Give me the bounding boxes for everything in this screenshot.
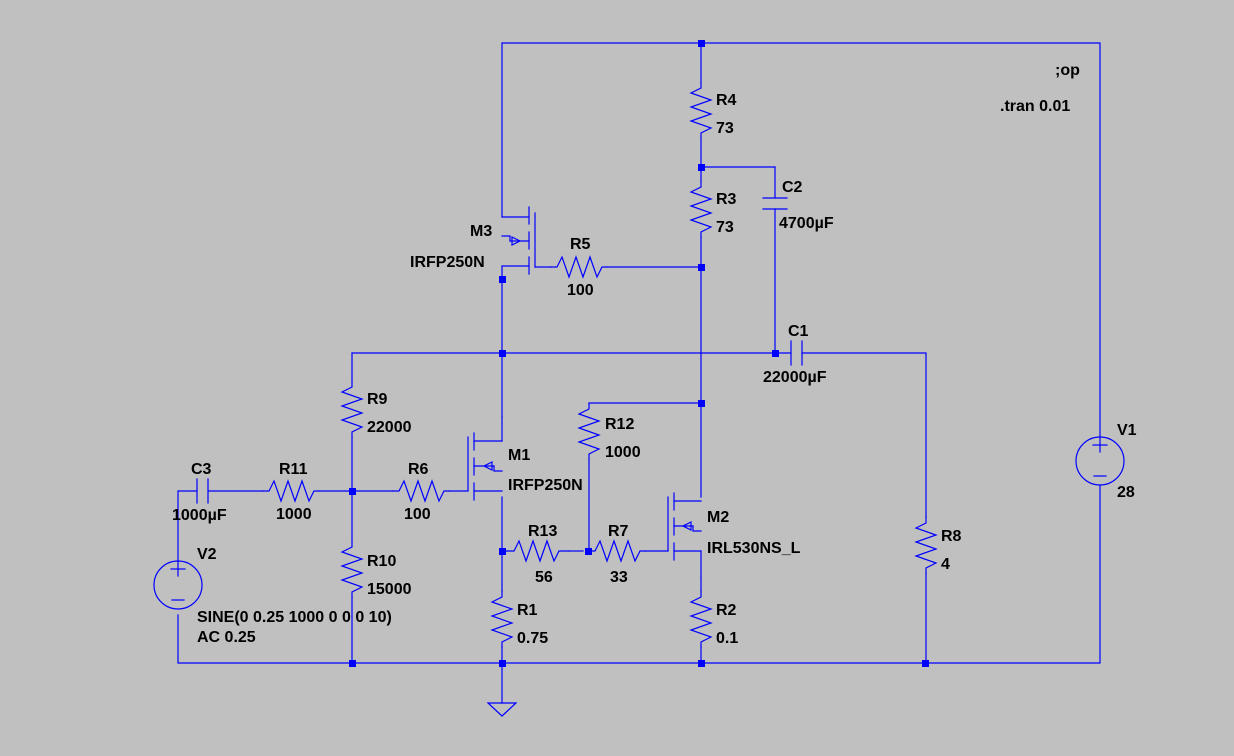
r8-symbol xyxy=(914,516,938,574)
m1-ref: M1 xyxy=(508,447,530,464)
r11-ref: R11 xyxy=(279,461,308,478)
r8-ref: R8 xyxy=(941,528,962,545)
op-directive: ;op xyxy=(1055,62,1080,79)
r3-value: 73 xyxy=(716,219,734,236)
r7-ref: R7 xyxy=(608,523,629,540)
m1-value: IRFP250N xyxy=(508,477,583,494)
c3-ref: C3 xyxy=(191,461,212,478)
v1-ref: V1 xyxy=(1117,422,1137,439)
r3-ref: R3 xyxy=(716,191,737,208)
r10-symbol xyxy=(340,540,364,598)
labels: ;op .tran 0.01 R4 73 R3 73 C2 4700µF M3 … xyxy=(172,62,1137,647)
r10-ref: R10 xyxy=(367,553,396,570)
r3-symbol xyxy=(689,180,713,238)
r11-symbol xyxy=(262,479,320,503)
c2-value: 4700µF xyxy=(779,215,834,232)
r6-symbol xyxy=(392,479,450,503)
r13-ref: R13 xyxy=(528,523,557,540)
r12-ref: R12 xyxy=(605,416,634,433)
r9-ref: R9 xyxy=(367,391,388,408)
c1-symbol xyxy=(790,340,803,366)
m2-ref: M2 xyxy=(707,509,729,526)
r4-symbol xyxy=(689,81,713,139)
v2-symbol xyxy=(153,560,203,610)
r4-value: 73 xyxy=(716,120,734,137)
r5-value: 100 xyxy=(567,282,594,299)
r1-symbol xyxy=(490,590,514,648)
c3-symbol xyxy=(196,478,209,504)
v1-symbol xyxy=(1075,436,1125,486)
junctions xyxy=(349,40,929,667)
c2-symbol xyxy=(762,197,788,210)
r2-value: 0.1 xyxy=(716,630,738,647)
c2-ref: C2 xyxy=(782,179,803,196)
r13-symbol xyxy=(506,539,570,563)
m3-value: IRFP250N xyxy=(410,254,485,271)
r1-ref: R1 xyxy=(517,602,538,619)
r7-symbol xyxy=(588,539,646,563)
r10-value: 15000 xyxy=(367,581,412,598)
c1-value: 22000µF xyxy=(763,369,827,386)
r5-symbol xyxy=(550,255,608,279)
m2-symbol xyxy=(667,492,702,578)
c3-value: 1000µF xyxy=(172,507,227,524)
r12-symbol xyxy=(577,403,601,460)
r4-ref: R4 xyxy=(716,92,737,109)
capacitor-symbols xyxy=(196,197,803,504)
r6-ref: R6 xyxy=(408,461,429,478)
v2-value: SINE(0 0.25 1000 0 0 0 10) xyxy=(197,609,392,626)
r6-value: 100 xyxy=(404,506,431,523)
r8-value: 4 xyxy=(941,556,950,573)
r2-ref: R2 xyxy=(716,602,737,619)
r11-value: 1000 xyxy=(276,506,312,523)
v1-value: 28 xyxy=(1117,484,1135,501)
r13-value: 56 xyxy=(535,569,553,586)
r1-value: 0.75 xyxy=(517,630,548,647)
r2-symbol xyxy=(689,590,713,648)
r7-value: 33 xyxy=(610,569,628,586)
r12-value: 1000 xyxy=(605,444,641,461)
m3-symbol xyxy=(501,206,536,275)
r9-symbol xyxy=(340,380,364,438)
tran-directive: .tran 0.01 xyxy=(1000,98,1070,115)
c1-ref: C1 xyxy=(788,323,809,340)
v2-ac-value: AC 0.25 xyxy=(197,629,256,646)
r9-value: 22000 xyxy=(367,419,412,436)
m3-ref: M3 xyxy=(470,223,492,240)
v2-ref: V2 xyxy=(197,546,217,563)
m2-value: IRL530NS_L xyxy=(707,540,801,557)
resistor-symbols xyxy=(262,81,938,648)
m1-symbol xyxy=(467,416,503,501)
r5-ref: R5 xyxy=(570,236,591,253)
